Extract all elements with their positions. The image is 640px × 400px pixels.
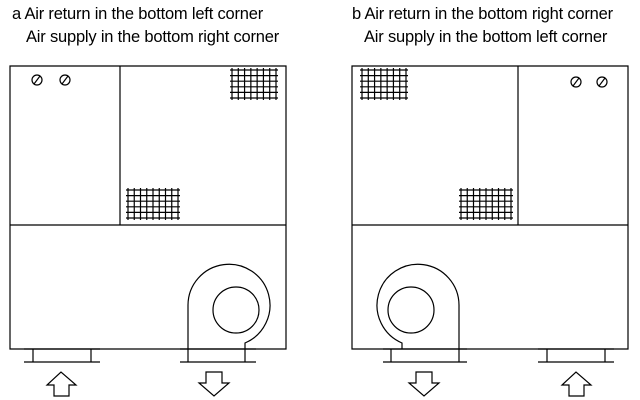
fan-icon (377, 264, 459, 349)
grille-icon (230, 68, 278, 100)
unit-housing (352, 66, 628, 349)
caption-a-line1: a Air return in the bottom left corner (12, 5, 264, 23)
grille-icon (360, 68, 408, 100)
gauge-icon (60, 75, 70, 85)
caption-b-line1: b Air return in the bottom right corner (352, 5, 613, 23)
fan-icon (188, 264, 270, 349)
air-supply-arrow-down-icon (409, 372, 439, 396)
gauge-icon (597, 77, 607, 87)
unit-housing (10, 66, 286, 349)
air-return-arrow-up-icon (562, 372, 591, 396)
grille-icon (126, 188, 180, 220)
panel-b-unit (352, 66, 628, 396)
air-supply-arrow-down-icon (199, 372, 229, 396)
supply-duct-flange (180, 349, 256, 362)
return-duct-flange (24, 349, 100, 362)
gauge-icon (571, 77, 581, 87)
air-return-arrow-up-icon (47, 372, 76, 396)
panel-a-unit (10, 66, 286, 396)
gauge-icon (32, 75, 42, 85)
supply-duct-flange (383, 349, 467, 362)
caption-b-line2: Air supply in the bottom left corner (364, 28, 608, 46)
grille-icon (459, 188, 513, 220)
caption-a-line2: Air supply in the bottom right corner (26, 28, 280, 46)
return-duct-flange (538, 349, 614, 362)
